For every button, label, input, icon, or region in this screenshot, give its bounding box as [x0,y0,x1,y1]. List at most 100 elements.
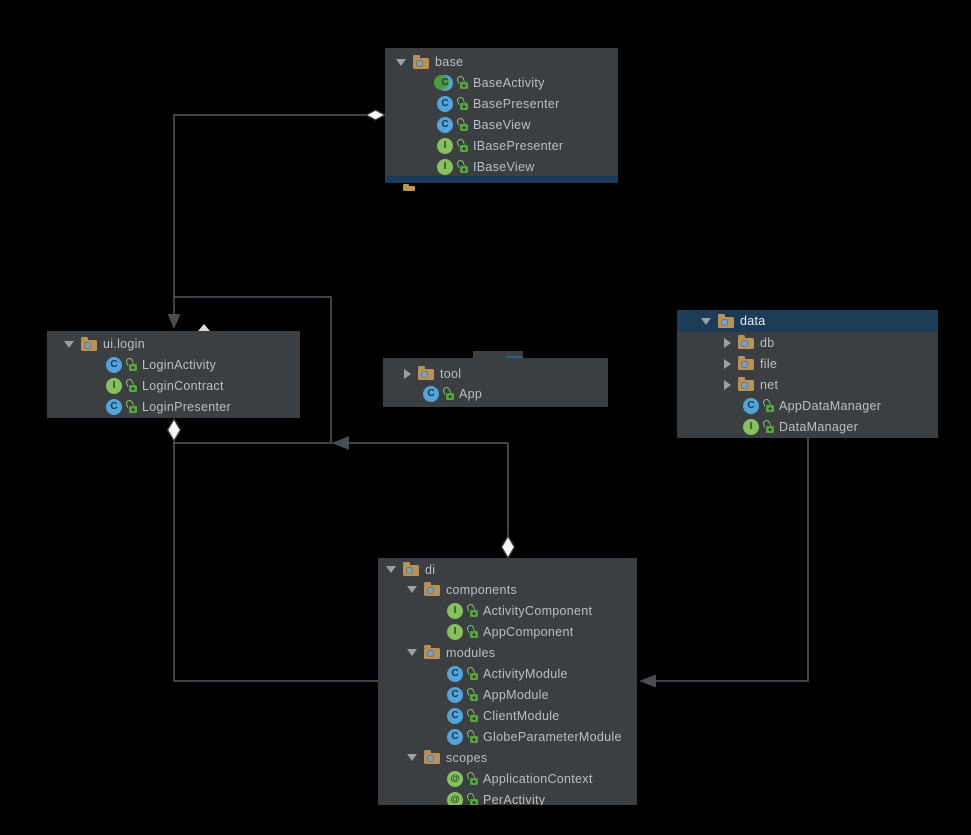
chevron-right-icon[interactable] [724,358,731,369]
package-folder-icon [424,750,440,764]
tree-node-appcomponent[interactable]: I AppComponent [378,621,637,642]
node-label: AppDataManager [779,398,882,413]
public-lock-icon [456,139,468,152]
panel-data[interactable]: data db file net C AppDataManager I Data… [677,310,938,438]
tree-node-logincontract[interactable]: I LoginContract [47,375,300,396]
annotation-symbol: @ [450,793,460,805]
package-folder-icon [718,313,734,328]
package-folder-icon [413,54,429,69]
class-letter: C [451,709,459,721]
package-label: net [760,377,779,392]
interface-icon: I [447,602,463,619]
aggregation-diamond-uilogin-icon [166,417,182,443]
package-folder-icon [738,377,754,391]
node-label: LoginContract [142,378,224,393]
panel-tool[interactable]: tool C App [383,358,608,407]
class-icon: C [447,665,463,682]
tree-node-db[interactable]: db [677,332,938,353]
package-label: base [435,55,464,69]
chevron-right-icon[interactable] [724,379,731,390]
package-label: data [740,314,766,328]
node-label: IBaseView [473,159,535,174]
clipped-marker-uilogin-top-icon [198,324,210,331]
public-lock-icon [762,399,774,412]
arrowhead-into-uilogin-top-icon [167,314,181,329]
class-icon: C [447,707,463,724]
tree-node-clientmodule[interactable]: C ClientModule [378,705,637,726]
edge-uilogin-to-junction-line [174,296,332,442]
node-label: ActivityModule [483,666,568,681]
interface-icon: I [743,418,759,435]
chevron-down-icon[interactable] [396,58,406,66]
edge-base-to-uilogin-line [173,114,385,315]
tree-node-tool[interactable]: tool [383,364,608,383]
tree-node-net[interactable]: net [677,374,938,395]
interface-icon: I [437,158,453,175]
tree-node-datamanager[interactable]: I DataManager [677,416,938,437]
tree-node-applicationcontext[interactable]: @ ApplicationContext [378,768,637,789]
chevron-right-icon[interactable] [724,337,731,348]
tree-node-baseactivity[interactable]: C BaseActivity [385,72,618,93]
class-icon: C [743,397,759,414]
public-lock-icon [466,688,478,701]
tree-node-ibasepresenter[interactable]: I IBasePresenter [385,135,618,156]
package-folder-icon [738,356,754,370]
chevron-down-icon[interactable] [407,586,417,593]
interface-icon: I [447,623,463,640]
package-label: db [760,335,775,350]
tree-node-modules[interactable]: modules [378,642,637,663]
interface-letter: I [443,160,447,172]
tree-node-data[interactable]: data [677,310,938,332]
tree-node-base[interactable]: base [385,52,618,72]
class-icon: C [447,686,463,703]
edge-data-to-di-line [646,438,809,682]
panel-ui-login[interactable]: ui.login C LoginActivity I LoginContract… [47,331,300,418]
tree-node-di[interactable]: di [378,560,637,579]
chevron-down-icon[interactable] [407,754,417,761]
annotation-icon: @ [447,791,463,805]
tree-node-activitycomponent[interactable]: I ActivityComponent [378,600,637,621]
package-label: scopes [446,750,488,765]
tree-node-globeparametermodule[interactable]: C GlobeParameterModule [378,726,637,747]
tree-node-loginpresenter[interactable]: C LoginPresenter [47,396,300,417]
tree-node-loginactivity[interactable]: C LoginActivity [47,354,300,375]
tree-node-app[interactable]: C App [383,383,608,404]
edge-uilogin-to-di-line [173,441,378,682]
tree-node-appdatamanager[interactable]: C AppDataManager [677,395,938,416]
chevron-down-icon[interactable] [64,340,74,348]
panel-di[interactable]: di components I ActivityComponent I AppC… [378,558,637,805]
class-icon: C [437,95,453,112]
tree-node-scopes[interactable]: scopes [378,747,637,768]
node-label: IBasePresenter [473,138,564,153]
tree-node-appmodule[interactable]: C AppModule [378,684,637,705]
node-label: PerActivity [483,792,546,806]
chevron-right-icon[interactable] [404,368,411,379]
interface-letter: I [453,604,457,616]
clipped-folder-tab-fragment [403,184,409,186]
tree-node-file[interactable]: file [677,353,938,374]
tree-node-activitymodule[interactable]: C ActivityModule [378,663,637,684]
public-lock-icon [125,358,137,371]
class-letter: C [441,118,449,130]
class-letter: C [110,358,118,370]
tree-node-components[interactable]: components [378,579,637,600]
chevron-down-icon[interactable] [701,317,711,325]
public-lock-icon [456,160,468,173]
class-icon: C [423,385,439,402]
annotation-icon: @ [447,770,463,787]
tree-node-ibaseview[interactable]: I IBaseView [385,156,618,177]
tree-node-ui-login[interactable]: ui.login [47,334,300,354]
package-folder-icon [81,336,97,351]
annotation-symbol: @ [450,772,460,784]
tree-node-peractivity[interactable]: @ PerActivity [378,789,637,805]
node-label: LoginActivity [142,357,217,372]
tree-node-basepresenter[interactable]: C BasePresenter [385,93,618,114]
chevron-down-icon[interactable] [386,566,396,573]
interface-letter: I [443,139,447,151]
chevron-down-icon[interactable] [407,649,417,656]
class-icon: C [106,398,122,415]
tree-node-baseview[interactable]: C BaseView [385,114,618,135]
panel-base[interactable]: base C BaseActivity C BasePresenter C Ba… [385,48,618,183]
package-label: modules [446,645,496,660]
